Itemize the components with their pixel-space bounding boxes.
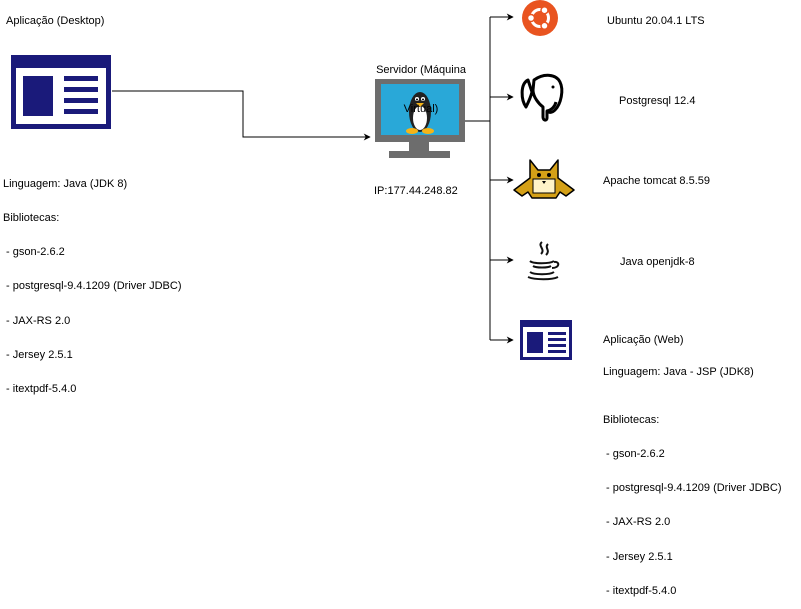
desktop-app-window-icon xyxy=(11,55,111,129)
ubuntu-label: Ubuntu 20.04.1 LTS xyxy=(607,15,705,27)
desktop-app-details: Linguagem: Java (JDK 8) Bibliotecas: - g… xyxy=(3,156,182,407)
web-library-item: - JAX-RS 2.0 xyxy=(603,516,671,529)
desktop-library-item: - JAX-RS 2.0 xyxy=(3,314,71,327)
desktop-library-item: - gson-2.6.2 xyxy=(3,246,65,259)
web-library-item: - postgresql-9.4.1209 (Driver JDBC) xyxy=(603,482,782,495)
connector-desktop-server xyxy=(112,90,371,141)
desktop-library-item: - itextpdf-5.4.0 xyxy=(3,383,77,396)
postgresql-elephant-icon xyxy=(520,73,564,122)
ubuntu-logo-icon xyxy=(522,0,558,36)
server-title: Servidor (Máquina Virtual) xyxy=(372,38,470,129)
desktop-app-language: Linguagem: Java (JDK 8) xyxy=(3,177,128,190)
web-app-details: Bibliotecas: - gson-2.6.2 - postgresql-9… xyxy=(603,392,782,609)
linux-monitor-icon xyxy=(375,79,465,158)
java-cup-icon xyxy=(527,241,560,281)
desktop-app-title: Aplicação (Desktop) xyxy=(6,15,105,27)
web-library-item: - Jersey 2.5.1 xyxy=(603,550,673,563)
diagram-canvas xyxy=(11,0,575,360)
server-ip: IP:177.44.248.82 xyxy=(374,185,458,197)
desktop-library-item: - Jersey 2.5.1 xyxy=(3,348,73,361)
server-title-line1: Servidor (Máquina xyxy=(376,64,466,76)
web-app-title: Aplicação (Web) xyxy=(603,334,684,346)
tomcat-label: Apache tomcat 8.5.59 xyxy=(603,175,711,187)
desktop-libraries-label: Bibliotecas: xyxy=(3,212,60,225)
server-title-line2: Virtual) xyxy=(403,103,439,115)
connector-server-stack xyxy=(465,13,514,344)
web-libraries-label: Bibliotecas: xyxy=(603,413,660,426)
apache-tomcat-icon xyxy=(513,159,575,199)
web-app-window-icon xyxy=(520,320,572,360)
web-library-item: - itextpdf-5.4.0 xyxy=(603,584,677,597)
desktop-library-item: - postgresql-9.4.1209 (Driver JDBC) xyxy=(3,280,182,293)
postgresql-label: Postgresql 12.4 xyxy=(619,95,696,107)
web-app-language: Linguagem: Java - JSP (JDK8) xyxy=(603,366,754,378)
java-label: Java openjdk-8 xyxy=(620,256,695,268)
web-library-item: - gson-2.6.2 xyxy=(603,448,665,461)
